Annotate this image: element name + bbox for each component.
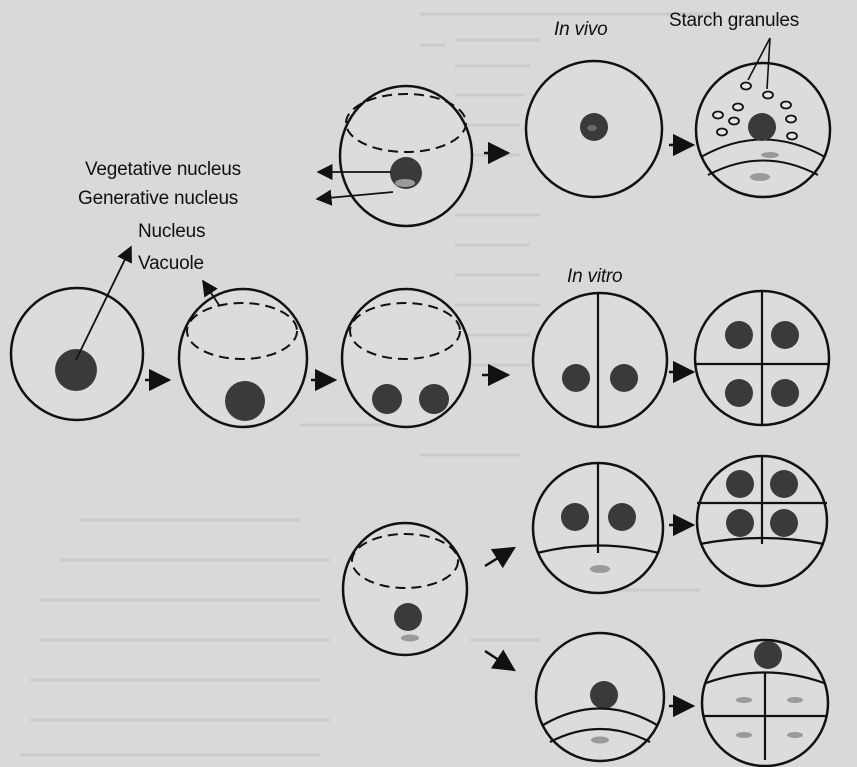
label-in-vitro: In vitro (567, 267, 622, 286)
row-1-cell-3 (696, 63, 830, 197)
row-2-cell-2 (179, 289, 307, 427)
row-4-cell-1 (536, 633, 664, 761)
nucleus (55, 349, 97, 391)
label-vegetative-nucleus: Vegetative nucleus (85, 160, 241, 179)
row-2-cell-3 (342, 289, 470, 427)
label-in-vivo: In vivo (554, 20, 608, 39)
row-2-cell-5 (695, 291, 829, 425)
row-3-cell-3 (697, 456, 827, 586)
row-3-cell-1 (343, 523, 467, 655)
row-1-cell-1 (340, 86, 472, 226)
label-vacuole: Vacuole (138, 254, 204, 273)
arrow (485, 548, 514, 566)
row-1-cell-2 (526, 61, 662, 197)
row-2-cell-1 (11, 288, 143, 420)
arrow (485, 651, 514, 670)
label-nucleus: Nucleus (138, 222, 205, 241)
row-2-cell-4 (533, 293, 667, 427)
generative-nucleus (395, 179, 415, 187)
label-starch-granules: Starch granules (669, 11, 799, 30)
label-generative-nucleus: Generative nucleus (78, 189, 238, 208)
row-3-cell-2 (533, 463, 663, 593)
row-4-cell-2 (702, 640, 828, 766)
